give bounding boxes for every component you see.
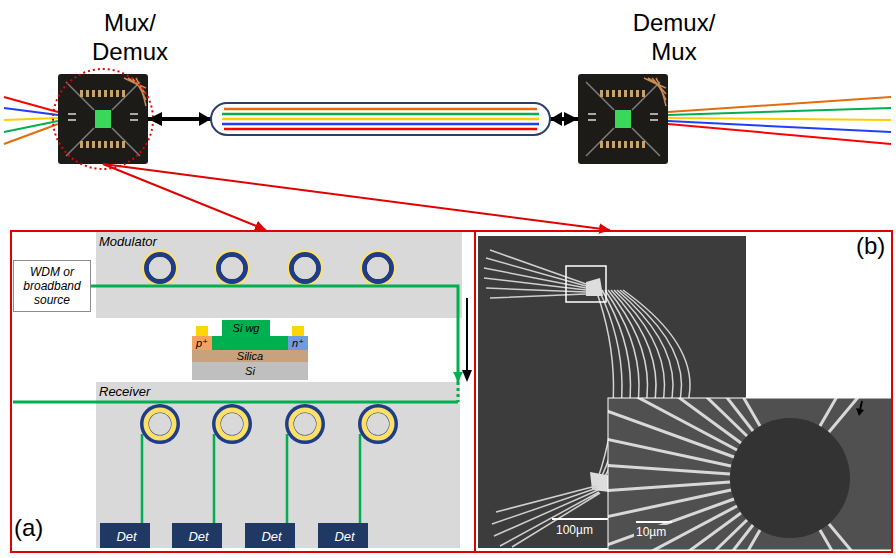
star-coupler — [586, 278, 603, 296]
ring-resonator — [285, 404, 325, 444]
connector-arrow — [91, 286, 458, 382]
pointer-arrow — [860, 401, 862, 410]
device-region: Modulator — [96, 232, 462, 318]
metal-contact — [292, 326, 304, 336]
layer-label: Si wg — [233, 322, 260, 334]
connector-group — [91, 119, 610, 382]
layer-block: Si wg — [222, 320, 270, 336]
scale-label: 100µm — [554, 523, 595, 537]
layer-block: Silica — [192, 350, 308, 362]
wavelength-line — [4, 108, 58, 115]
fiber-line — [224, 108, 537, 111]
ring-resonator — [358, 404, 398, 444]
scale-label: 10µm — [634, 525, 668, 539]
panel-letter: (a) — [14, 514, 43, 542]
layer-label: p⁺ — [196, 337, 208, 349]
arrow-head — [199, 112, 211, 126]
input-waveguides — [484, 250, 586, 298]
source-label: WDM or broadband source — [18, 265, 86, 307]
connector-arrow — [103, 164, 610, 230]
free-propagation-region — [730, 418, 850, 538]
detector-label: Det — [331, 528, 354, 544]
region-title: Receiver — [96, 384, 150, 399]
layer-block: n⁺ — [288, 336, 308, 350]
zoom-box — [566, 266, 606, 302]
scale-bar — [552, 518, 610, 520]
chip-heading: Mux/ Demux — [80, 8, 180, 66]
chip-photo — [578, 74, 668, 164]
ring-resonator — [287, 250, 323, 286]
wavelength-line — [668, 108, 891, 115]
chip-heading: Demux/ Mux — [624, 8, 724, 66]
ring-resonator — [360, 250, 396, 286]
detector-box: Det — [172, 523, 222, 548]
chip-node: Demux/ Mux — [578, 74, 668, 164]
detector-box: Det — [318, 523, 368, 548]
ring-resonator — [214, 250, 250, 286]
fiber-line — [222, 118, 539, 121]
zoom-frame — [608, 398, 892, 550]
wavelength-line — [668, 124, 891, 144]
region-ground — [96, 232, 462, 318]
detector-label: Det — [185, 528, 208, 544]
ring-resonator — [142, 250, 178, 286]
ring-resonator — [212, 404, 252, 444]
radial-waveguides — [608, 398, 892, 550]
ring-resonator — [140, 404, 180, 444]
chip-photo — [58, 74, 148, 164]
wavelength-line — [668, 118, 891, 120]
fiber-line — [222, 113, 539, 116]
fiber-line — [224, 128, 537, 131]
panel-letter: (b) — [856, 232, 885, 260]
layer-label: n⁺ — [292, 337, 304, 349]
wavelength-line — [4, 118, 58, 120]
region-title: Modulator — [96, 234, 157, 249]
cable-sheath — [211, 103, 550, 135]
detector-box: Det — [245, 523, 295, 548]
layer-label: Si — [245, 365, 255, 377]
layer-label: Silica — [237, 350, 263, 362]
drop-waveguide — [142, 434, 360, 523]
source-box: WDM or broadband source — [13, 260, 91, 312]
region-ground — [96, 382, 460, 548]
bus-waveguide — [13, 401, 458, 404]
wavelength-fan — [668, 97, 891, 144]
highlight-circle — [53, 69, 153, 169]
bus-waveguide — [457, 382, 460, 402]
figure-panel: (b) — [474, 230, 893, 553]
layer-block: Si — [192, 362, 308, 380]
detector-box: Det — [100, 523, 150, 548]
fiber-line — [222, 123, 539, 126]
output-waveguides — [492, 486, 600, 547]
scale-bar — [636, 521, 672, 523]
detector-label: Det — [258, 528, 281, 544]
waveguide-slab — [192, 336, 308, 350]
detector-label: Det — [113, 528, 136, 544]
metal-contact — [196, 326, 208, 336]
figure-panel: (a) ModulatorWDM or broadband source Si wg… — [10, 230, 476, 553]
layer-block: p⁺ — [192, 336, 212, 350]
wavelength-fan — [4, 97, 58, 144]
direction-arrow — [466, 298, 468, 372]
device-region: ReceiverDet Det Det Det — [96, 382, 460, 548]
sem-zoom — [608, 398, 892, 550]
wavelength-line — [4, 124, 58, 144]
arrow-head — [550, 112, 562, 126]
pointer-arrow — [856, 408, 864, 416]
direction-arrow — [462, 370, 472, 382]
chip-node: Mux/ Demux — [58, 74, 148, 164]
